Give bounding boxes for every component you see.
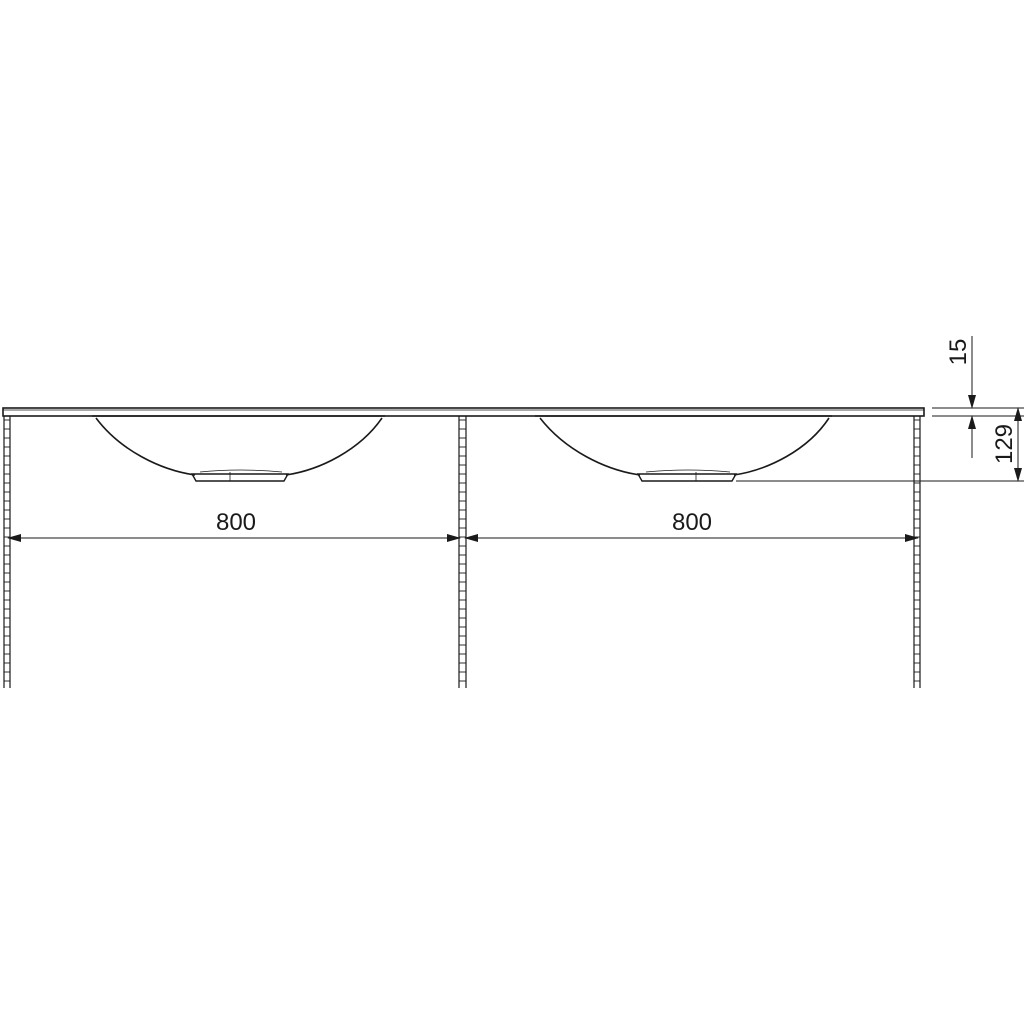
dimension-thickness: 15	[945, 336, 976, 458]
dimension-width-left: 800	[7, 509, 461, 542]
support-middle	[458, 416, 467, 688]
basin-right	[535, 415, 832, 482]
extension-lines	[736, 407, 1024, 482]
support-right	[913, 416, 921, 688]
dimension-label-left: 800	[216, 509, 256, 536]
basin-left	[92, 415, 385, 482]
dimension-label-depth: 129	[991, 424, 1018, 464]
dimension-label-right: 800	[672, 509, 712, 536]
dimension-label-thickness: 15	[945, 339, 972, 366]
dimension-width-right: 800	[464, 509, 919, 542]
dimension-depth: 129	[991, 407, 1022, 482]
countertop	[2, 407, 925, 417]
support-left	[3, 416, 11, 688]
